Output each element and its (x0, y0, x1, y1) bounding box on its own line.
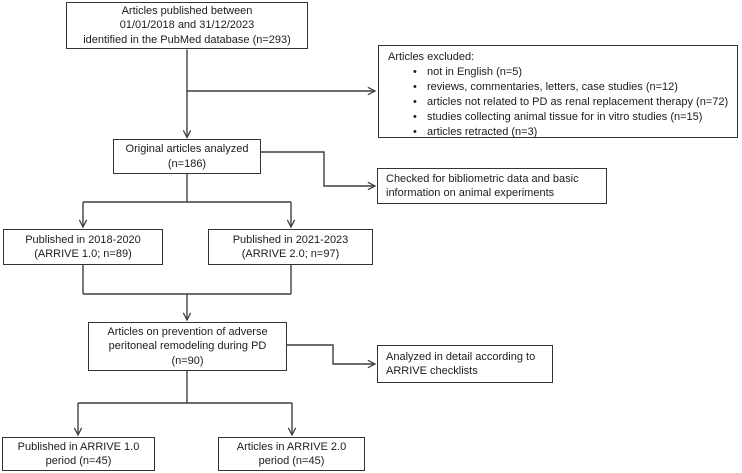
arrow-prevention-to-analyzed (287, 344, 375, 364)
excluded-list: • not in English (n=5) • reviews, commen… (388, 65, 728, 140)
box-prevention-articles: Articles on prevention of adverse perito… (88, 322, 287, 371)
excluded-item: • articles retracted (n=3) (413, 125, 728, 140)
box-text-line: Original articles analyzed (125, 143, 249, 155)
box-text-line: 01/01/2018 and 31/12/2023 (119, 19, 255, 32)
excluded-item: • reviews, commentaries, letters, case s… (413, 80, 728, 95)
box-text-line: Analyzed in detail according to (386, 350, 536, 363)
box-arrive-analysis: Analyzed in detail according to ARRIVE c… (377, 345, 553, 383)
box-text-line: (ARRIVE 1.0; n=89) (34, 248, 132, 260)
box-text-line: (n=186) (167, 157, 207, 170)
bullet-icon: • (413, 111, 417, 123)
box-text-line: Published in ARRIVE 1.0 (17, 440, 140, 453)
box-text-line: Checked for bibliometric data and basic (386, 172, 579, 185)
box-bibliometric-check: Checked for bibliometric data and basic … (377, 168, 607, 204)
excluded-item: • studies collecting animal tissue for i… (413, 110, 728, 125)
bullet-icon: • (413, 126, 417, 138)
excluded-item-text: articles not related to PD as renal repl… (427, 96, 729, 108)
box-text-line: Articles in ARRIVE 2.0 (236, 440, 347, 453)
box-text-line: period (n=45) (45, 455, 112, 467)
excluded-title: Articles excluded: (388, 51, 475, 63)
box-text-line: Articles published between (121, 4, 253, 17)
box-pubmed-identification: Articles published between 01/01/2018 an… (66, 2, 308, 49)
box-text-line: information on animal experiments (386, 187, 555, 199)
excluded-item: • not in English (n=5) (413, 65, 728, 80)
box-text-line: Published in 2021-2023 (232, 233, 349, 246)
box-text-line: peritoneal remodeling during PD (108, 340, 267, 353)
bullet-icon: • (413, 66, 417, 78)
excluded-item-text: articles retracted (n=3) (427, 126, 538, 138)
box-period-2018-2020: Published in 2018-2020 (ARRIVE 1.0; n=89… (3, 229, 163, 265)
box-original-analyzed: Original articles analyzed (n=186) (113, 139, 261, 174)
excluded-item-text: studies collecting animal tissue for in … (427, 111, 703, 123)
excluded-item: • articles not related to PD as renal re… (413, 95, 728, 110)
box-text-line: ARRIVE checklists (386, 365, 478, 377)
box-arrive1-period: Published in ARRIVE 1.0 period (n=45) (2, 437, 155, 471)
bullet-icon: • (413, 81, 417, 93)
box-arrive2-period: Articles in ARRIVE 2.0 period (n=45) (218, 437, 365, 471)
box-text-line: Published in 2018-2020 (25, 233, 141, 246)
excluded-item-text: not in English (n=5) (427, 66, 523, 78)
arrow-original-to-checked (261, 151, 375, 186)
box-text-line: period (n=45) (258, 455, 325, 467)
box-text-line: identified in the PubMed database (n=293… (83, 33, 291, 46)
box-text-line: (n=90) (171, 354, 204, 367)
box-text-line: (ARRIVE 2.0; n=97) (241, 248, 340, 260)
box-articles-excluded: Articles excluded: • not in English (n=5… (378, 45, 738, 138)
box-period-2021-2023: Published in 2021-2023 (ARRIVE 2.0; n=97… (208, 229, 373, 265)
box-text-line: Articles on prevention of adverse (107, 325, 268, 338)
excluded-item-text: reviews, commentaries, letters, case stu… (427, 81, 678, 93)
bullet-icon: • (413, 96, 417, 108)
